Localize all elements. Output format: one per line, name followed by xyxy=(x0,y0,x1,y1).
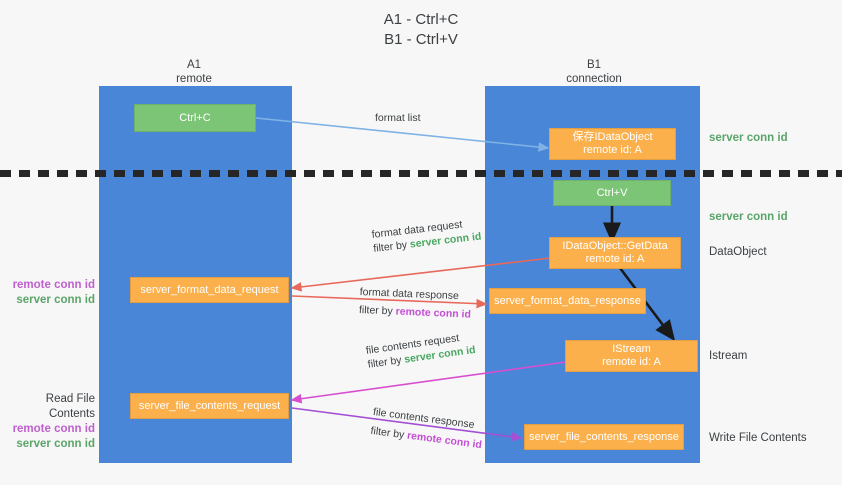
label-istream: Istream xyxy=(709,349,747,364)
lane-header-b1: B1 connection xyxy=(530,58,658,86)
node-server-format-data-request[interactable]: server_format_data_request xyxy=(130,277,289,303)
node-istream[interactable]: IStream remote id: A xyxy=(565,340,698,372)
node-getdata-title: IDataObject::GetData xyxy=(562,240,668,252)
edge-label-fdresp-filter-pre: filter by xyxy=(358,303,396,318)
label-server-conn-id-top: server conn id xyxy=(709,131,788,146)
label-format-conn-ids: remote conn id server conn id xyxy=(10,278,95,308)
lane-header-b1-name: B1 xyxy=(586,59,602,71)
node-idataobject-getdata[interactable]: IDataObject::GetData remote id: A xyxy=(549,237,681,269)
edge-format-data-request xyxy=(290,257,552,292)
node-server-file-contents-request-label: server_file_contents_request xyxy=(138,399,281,412)
lane-header-a1: A1 remote xyxy=(130,58,258,86)
edge-format-list xyxy=(255,117,550,152)
page-title: A1 - Ctrl+C B1 - Ctrl+V xyxy=(0,10,842,50)
node-save-dataobject-title: 保存IDataObject xyxy=(572,131,653,143)
edge-label-format-list-text: format list xyxy=(375,112,421,124)
node-getdata-subtitle: remote id: A xyxy=(585,253,645,265)
edge-label-format-list: format list xyxy=(375,111,421,125)
node-ctrl-c-label: Ctrl+C xyxy=(179,111,211,124)
node-save-dataobject-subtitle: remote id: A xyxy=(583,144,642,156)
edge-getdata-to-istream xyxy=(618,267,676,342)
node-server-file-contents-response[interactable]: server_file_contents_response xyxy=(524,424,684,450)
node-save-dataobject[interactable]: 保存IDataObject remote id: A xyxy=(549,128,676,160)
title-line-1: A1 - Ctrl+C xyxy=(383,11,459,28)
label-dataobject: DataObject xyxy=(709,245,767,260)
node-istream-title: IStream xyxy=(612,343,651,355)
label-write-file-contents-text: Write File Contents xyxy=(709,432,807,444)
label-format-server-conn-id: server conn id xyxy=(16,294,95,306)
node-ctrl-v-label: Ctrl+V xyxy=(596,186,628,199)
label-server-conn-id-mid: server conn id xyxy=(709,210,788,225)
phase-divider xyxy=(0,170,842,177)
label-server-conn-id-top-text: server conn id xyxy=(709,132,788,144)
title-line-2: B1 - Ctrl+V xyxy=(384,31,458,48)
label-istream-text: Istream xyxy=(709,350,748,362)
label-server-conn-id-mid-text: server conn id xyxy=(709,211,788,223)
label-file-server-conn-id: server conn id xyxy=(16,438,95,450)
lane-header-a1-sub: remote xyxy=(176,73,212,85)
lane-header-b1-sub: connection xyxy=(566,73,622,85)
node-server-file-contents-response-label: server_file_contents_response xyxy=(529,430,679,443)
label-read-file-contents-group: Read File Contents remote conn id server… xyxy=(6,392,95,452)
node-ctrl-v[interactable]: Ctrl+V xyxy=(553,180,671,206)
label-format-remote-conn-id: remote conn id xyxy=(12,279,95,291)
node-server-format-data-request-label: server_format_data_request xyxy=(140,283,279,296)
label-dataobject-text: DataObject xyxy=(709,246,767,258)
label-read-file-contents: Read File Contents xyxy=(45,393,95,420)
edge-format-data-response xyxy=(291,295,488,309)
edge-file-contents-response xyxy=(291,407,523,442)
edge-label-fdresp-filter-key: remote conn id xyxy=(395,305,472,321)
edge-label-format-data-response: format data response filter by remote co… xyxy=(359,285,472,322)
lane-header-a1-name: A1 xyxy=(186,59,202,71)
node-server-format-data-response[interactable]: server_format_data_response xyxy=(489,288,646,314)
label-write-file-contents: Write File Contents xyxy=(709,431,807,446)
node-server-file-contents-request[interactable]: server_file_contents_request xyxy=(130,393,289,419)
edge-file-contents-request xyxy=(290,361,567,404)
node-ctrl-c[interactable]: Ctrl+C xyxy=(134,104,256,132)
node-istream-subtitle: remote id: A xyxy=(602,356,661,368)
node-server-format-data-response-label: server_format_data_response xyxy=(494,294,641,307)
label-file-remote-conn-id: remote conn id xyxy=(12,423,95,435)
